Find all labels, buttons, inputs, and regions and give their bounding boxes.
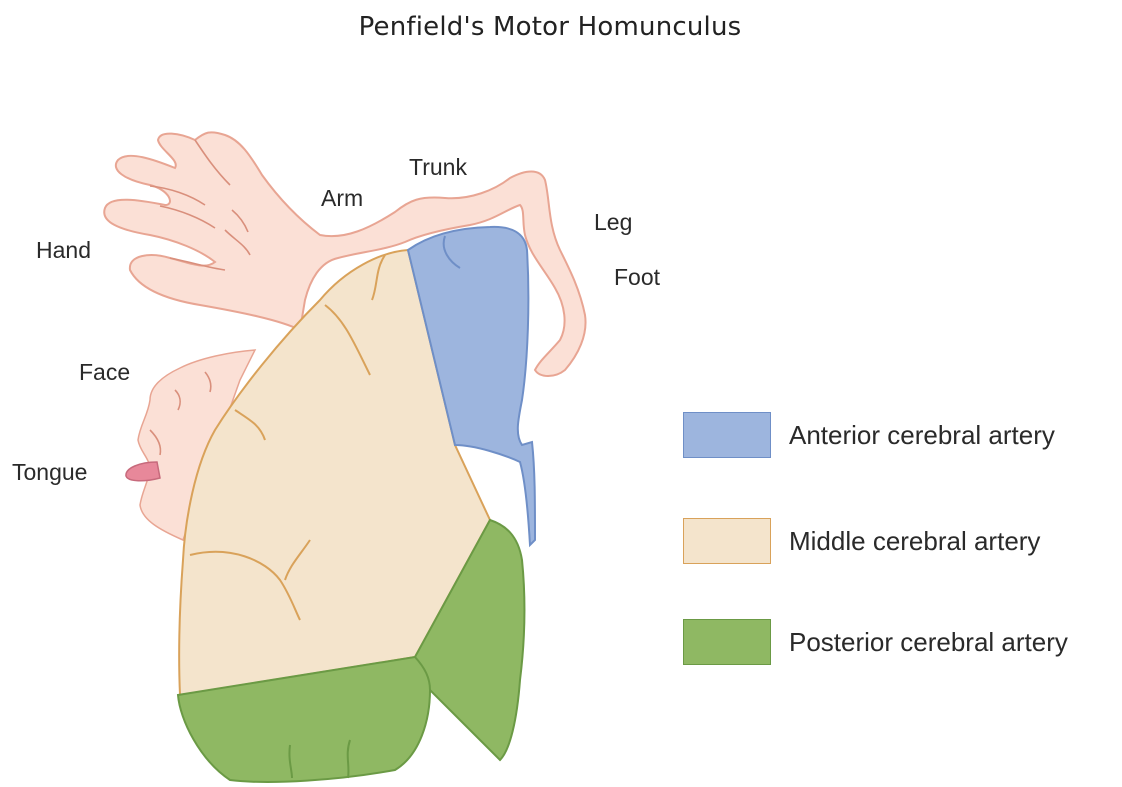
tongue-shape (126, 462, 160, 481)
label-arm: Arm (321, 185, 363, 211)
label-tongue: Tongue (12, 459, 87, 485)
legend-label-posterior: Posterior cerebral artery (789, 627, 1068, 658)
label-leg: Leg (594, 209, 632, 235)
label-hand: Hand (36, 237, 91, 263)
legend-item-middle: Middle cerebral artery (683, 516, 1040, 566)
label-trunk: Trunk (409, 154, 467, 180)
legend-swatch-anterior (683, 412, 771, 458)
legend-swatch-middle (683, 518, 771, 564)
label-face: Face (79, 359, 130, 385)
label-foot: Foot (614, 264, 661, 290)
legend-label-anterior: Anterior cerebral artery (789, 420, 1055, 451)
legend-item-anterior: Anterior cerebral artery (683, 410, 1055, 460)
legend-swatch-posterior (683, 619, 771, 665)
legend-label-middle: Middle cerebral artery (789, 526, 1040, 557)
legend-item-posterior: Posterior cerebral artery (683, 617, 1068, 667)
